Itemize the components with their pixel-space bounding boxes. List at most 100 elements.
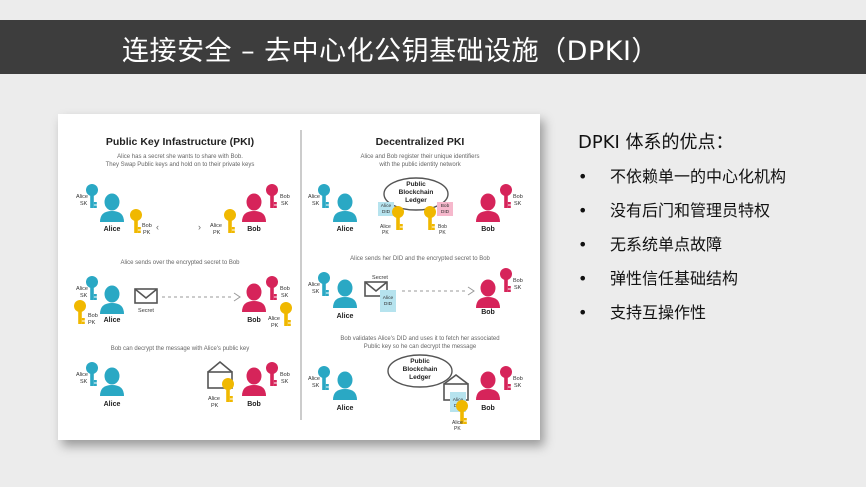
advantage-item: •没有后门和管理员特权 [578, 202, 848, 236]
alice-avatar [100, 193, 124, 222]
alice-did-box [380, 290, 396, 312]
bullet-icon: • [578, 235, 588, 254]
alice-sk-label: Alice [76, 194, 88, 200]
bob-sk-label: Bob [280, 286, 290, 292]
bob-private-key-icon [266, 276, 278, 300]
advantages-heading: DPKI 体系的优点： [578, 132, 734, 153]
alice-public-key-icon [280, 302, 292, 326]
dpki-step3-caption: Bob validates Alice's DID and uses it to… [340, 336, 499, 342]
alice-pk-label: Alice [452, 420, 463, 426]
alice-did-label-2: DID [384, 301, 393, 307]
bob-label: Bob [481, 405, 495, 412]
bob-sk-label-2: SK [514, 285, 522, 291]
alice-public-key-icon [392, 206, 404, 230]
alice-pk-label-2: PK [271, 323, 279, 329]
blockchain-ledger-cloud [383, 177, 449, 211]
bob-label: Bob [481, 226, 495, 233]
alice-avatar [333, 193, 357, 222]
bob-avatar [476, 371, 500, 400]
secret-label: Secret [138, 308, 154, 314]
advantage-text: 不依赖单一的中心化机构 [610, 167, 787, 186]
bob-sk-label: Bob [513, 194, 523, 200]
ledger-label-3: Ledger [409, 374, 431, 381]
bob-sk-label: Bob [280, 194, 290, 200]
advantage-text: 弹性信任基础结构 [610, 269, 739, 288]
alice-label: Alice [104, 226, 121, 233]
alice-avatar [333, 279, 357, 308]
advantages-list: •不依赖单一的中心化机构 •没有后门和管理员特权 •无系统单点故障 •弹性信任基… [578, 168, 848, 338]
ledger-label-3: Ledger [405, 197, 427, 204]
bob-avatar [476, 279, 500, 308]
alice-avatar [100, 285, 124, 314]
alice-sk-label-2: SK [312, 201, 320, 207]
bob-avatar [476, 193, 500, 222]
dpki-step1-caption: Alice and Bob register their unique iden… [360, 154, 479, 160]
alice-sk-label: Alice [76, 372, 88, 378]
alice-pk-label: Alice [268, 316, 280, 322]
alice-did-label: Alice [383, 295, 394, 301]
bob-pk-label: Bob [438, 224, 447, 230]
advantage-text: 支持互操作性 [610, 303, 707, 322]
bob-private-key-icon [500, 268, 512, 292]
swap-arrow-left: ‹ [156, 222, 159, 232]
bob-label: Bob [247, 401, 261, 408]
pki-step3-caption: Bob can decrypt the message with Alice's… [111, 346, 250, 352]
bob-avatar [242, 367, 266, 396]
bob-sk-label: Bob [513, 376, 523, 382]
advantage-item: • 弹性信任基础结构 [578, 270, 848, 304]
alice-pk-label-2: PK [211, 403, 219, 409]
bob-avatar [242, 283, 266, 312]
blockchain-ledger-cloud [387, 354, 453, 388]
send-arrow-head [233, 292, 241, 302]
alice-sk-label-2: SK [312, 383, 320, 389]
bob-pk-label-2: PK [439, 230, 446, 236]
ledger-label-2: Blockchain [399, 189, 434, 196]
alice-sk-label-2: SK [80, 379, 88, 385]
advantage-text: 没有后门和管理员特权 [610, 201, 771, 220]
alice-did-label: Alice [453, 397, 464, 403]
alice-did-label-2: DID [382, 209, 391, 215]
alice-sk-label-2: SK [80, 293, 88, 299]
bob-pk-label-2: PK [88, 320, 96, 326]
dpki-title: Decentralized PKI [376, 136, 465, 148]
advantage-item: • 支持互操作性 [578, 304, 848, 338]
bob-sk-label-2: SK [281, 201, 289, 207]
alice-label: Alice [337, 405, 354, 412]
open-envelope-flap [443, 374, 469, 385]
bob-sk-label-2: SK [514, 383, 522, 389]
bob-did-box [437, 202, 453, 216]
alice-sk-label: Alice [308, 376, 320, 382]
bob-private-key-icon [500, 366, 512, 390]
bob-public-key-icon [74, 300, 86, 324]
bob-sk-label-2: SK [281, 379, 289, 385]
bob-sk-label: Bob [513, 278, 523, 284]
alice-label: Alice [337, 226, 354, 233]
advantage-item: •无系统单点故障 [578, 236, 848, 270]
alice-pk-label-2: PK [213, 230, 221, 236]
bob-public-key-icon [130, 209, 142, 233]
pki-step2-caption: Alice sends over the encrypted secret to… [120, 260, 240, 266]
alice-pk-label: Alice [210, 223, 222, 229]
pki-step1-caption-2: They Swap Public keys and hold on to the… [106, 162, 255, 168]
bob-label: Bob [247, 226, 261, 233]
dpki-advantages: DPKI 体系的优点： •不依赖单一的中心化机构 •没有后门和管理员特权 •无系… [578, 128, 848, 338]
dpki-step3-caption-2: Public key so he can decrypt the message [364, 344, 477, 350]
ledger-label-2: Blockchain [403, 366, 438, 373]
bob-did-label-2: DID [441, 209, 450, 215]
alice-pk-label-2: PK [382, 230, 389, 236]
bullet-icon: • [578, 269, 588, 288]
open-envelope-flap [207, 360, 233, 373]
envelope-icon [134, 288, 158, 304]
bob-sk-label-2: SK [281, 293, 289, 299]
bob-sk-label: Bob [280, 372, 290, 378]
bob-pk-label: Bob [142, 223, 152, 229]
bob-did-label: Bob [441, 203, 450, 209]
alice-pk-label: Alice [208, 396, 220, 402]
alice-sk-label: Alice [308, 282, 320, 288]
alice-label: Alice [337, 313, 354, 320]
bullet-icon: • [578, 303, 588, 322]
ledger-label-1: Public [410, 358, 430, 365]
alice-pk-label: Alice [380, 224, 391, 230]
dpki-step2-caption: Alice sends her DID and the encrypted se… [350, 256, 490, 262]
alice-sk-label-2: SK [312, 289, 320, 295]
